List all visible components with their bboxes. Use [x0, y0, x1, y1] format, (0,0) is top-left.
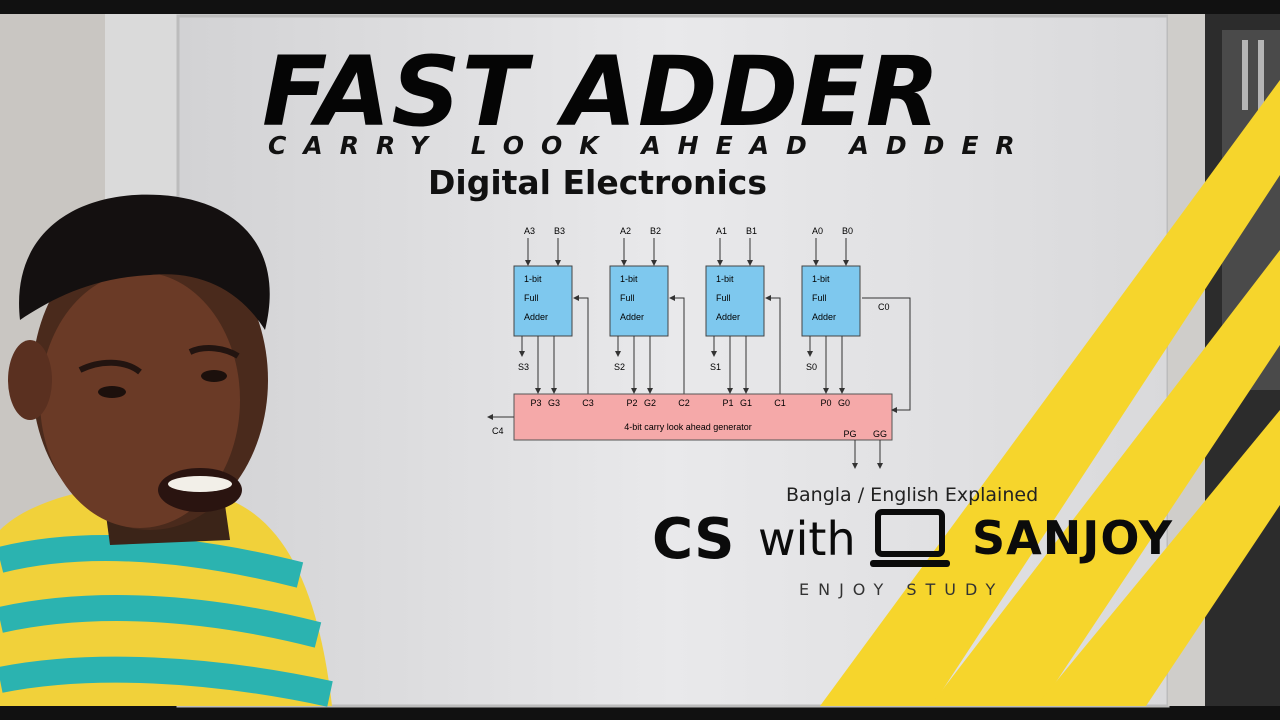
input-a-label: A0: [812, 226, 823, 236]
adder-label-line: Adder: [812, 312, 836, 322]
generator-signal-label: P3: [530, 398, 541, 408]
input-a-label: A1: [716, 226, 727, 236]
adder-label-line: 1-bit: [716, 274, 734, 284]
generator-signal-label: P0: [820, 398, 831, 408]
generator-signal-label: P1: [722, 398, 733, 408]
adder-label-line: 1-bit: [620, 274, 638, 284]
generator-signal-label: C1: [774, 398, 786, 408]
carry-out-label: C4: [492, 426, 504, 436]
presenter-photo: [0, 194, 333, 707]
generator-signal-label: G1: [740, 398, 752, 408]
adder-block: [513, 265, 573, 337]
adder-label-line: Full: [524, 293, 539, 303]
generator-signal-label: G0: [838, 398, 850, 408]
generator-signal-label: C2: [678, 398, 690, 408]
adder-label-line: Adder: [620, 312, 644, 322]
input-b-label: B1: [746, 226, 757, 236]
generator-signal-label: P2: [626, 398, 637, 408]
adder-label-line: Adder: [716, 312, 740, 322]
laptop-icon: [870, 509, 950, 567]
input-b-label: B3: [554, 226, 565, 236]
adder-block: [609, 265, 669, 337]
sum-label: S3: [518, 362, 529, 372]
brand-cs: CS: [652, 507, 735, 572]
generator-signal-label: C3: [582, 398, 594, 408]
sum-label: S0: [806, 362, 817, 372]
sum-label: S2: [614, 362, 625, 372]
adder-block: [801, 265, 861, 337]
brand-slogan: ENJOY STUDY: [799, 580, 1005, 599]
adder-label-line: Full: [620, 293, 635, 303]
adder-label-line: Full: [812, 293, 827, 303]
adder-label-line: Full: [716, 293, 731, 303]
input-b-label: B2: [650, 226, 661, 236]
output-gg-label: GG: [873, 429, 887, 439]
generator-signal-label: G3: [548, 398, 560, 408]
output-pg-label: PG: [843, 429, 856, 439]
adder-label-line: 1-bit: [524, 274, 542, 284]
topic-heading: Digital Electronics: [428, 163, 768, 202]
lookahead-generator-block: [513, 393, 893, 441]
generator-label: 4-bit carry look ahead generator: [624, 422, 752, 432]
title: FAST ADDER: [262, 36, 941, 148]
input-b-label: B0: [842, 226, 853, 236]
decorative-stripes: [820, 80, 1280, 706]
sum-label: S1: [710, 362, 721, 372]
adder-label-line: 1-bit: [812, 274, 830, 284]
input-a-label: A3: [524, 226, 535, 236]
subtitle: CARRY LOOK AHEAD ADDER: [268, 131, 1032, 160]
adder-block: [705, 265, 765, 337]
carry-in-label: C0: [878, 302, 890, 312]
brand-name: SANJOY: [972, 511, 1174, 565]
adder-label-line: Adder: [524, 312, 548, 322]
brand-with: with: [758, 512, 856, 566]
tagline: Bangla / English Explained: [786, 484, 1039, 506]
input-a-label: A2: [620, 226, 631, 236]
generator-signal-label: G2: [644, 398, 656, 408]
